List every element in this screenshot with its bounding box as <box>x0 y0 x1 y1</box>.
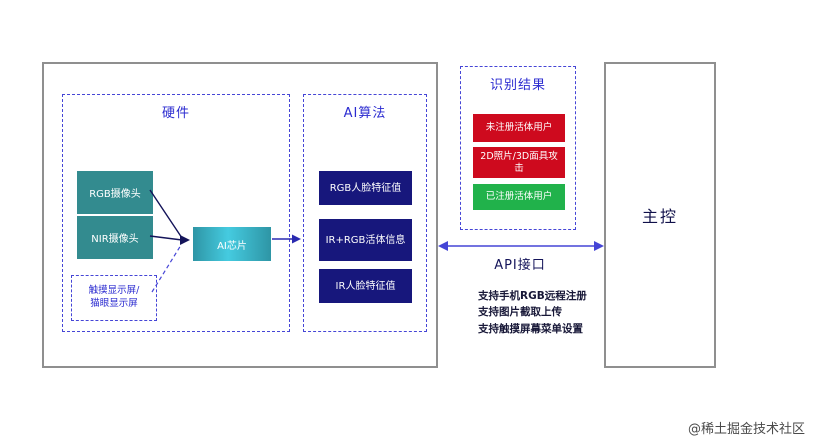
ai-algorithm-panel: AI算法 RGB人脸特征值 IR+RGB活体信息 IR人脸特征值 <box>303 94 427 332</box>
api-feature-list: 支持手机RGB远程注册 支持图片截取上传 支持触摸屏幕菜单设置 <box>478 288 587 337</box>
ir-face-feature-box: IR人脸特征值 <box>319 269 412 303</box>
main-control-box: 主控 <box>604 62 716 368</box>
touch-display-line1: 触摸显示屏/ <box>88 285 140 297</box>
touch-display-box: 触摸显示屏/ 猫眼显示屏 <box>71 275 157 321</box>
rgb-face-feature-box: RGB人脸特征值 <box>319 171 412 205</box>
rgb-camera-box: RGB摄像头 <box>77 171 153 214</box>
ai-chip-box: AI芯片 <box>193 227 271 261</box>
main-control-label: 主控 <box>641 207 678 226</box>
api-arrowhead-left-icon <box>438 241 448 251</box>
api-interface-label: API接口 <box>494 258 546 273</box>
ir-rgb-liveness-box: IR+RGB活体信息 <box>319 219 412 261</box>
recognition-result-title: 识别结果 <box>489 78 546 93</box>
hardware-panel-title: 硬件 <box>161 106 190 121</box>
registered-user-box: 已注册活体用户 <box>473 184 565 210</box>
ai-algorithm-panel-title: AI算法 <box>343 106 387 121</box>
unregistered-user-box: 未注册活体用户 <box>473 114 565 142</box>
api-feature-item: 支持图片截取上传 <box>478 306 562 319</box>
api-feature-item: 支持手机RGB远程注册 <box>478 290 587 302</box>
nir-camera-box: NIR摄像头 <box>77 216 153 259</box>
watermark-text: @稀土掘金技术社区 <box>687 422 805 437</box>
photo-mask-attack-box: 2D照片/3D面具攻击 <box>473 147 565 178</box>
recognition-result-panel: 识别结果 未注册活体用户 2D照片/3D面具攻击 已注册活体用户 <box>460 66 576 230</box>
api-feature-item: 支持触摸屏幕菜单设置 <box>478 322 583 335</box>
hardware-panel: 硬件 RGB摄像头 NIR摄像头 AI芯片 触摸显示屏/ 猫眼显示屏 <box>62 94 290 332</box>
api-arrowhead-right-icon <box>594 241 604 251</box>
touch-display-line2: 猫眼显示屏 <box>90 298 138 309</box>
device-module-box: 硬件 RGB摄像头 NIR摄像头 AI芯片 触摸显示屏/ 猫眼显示屏 AI算法 … <box>42 62 438 368</box>
